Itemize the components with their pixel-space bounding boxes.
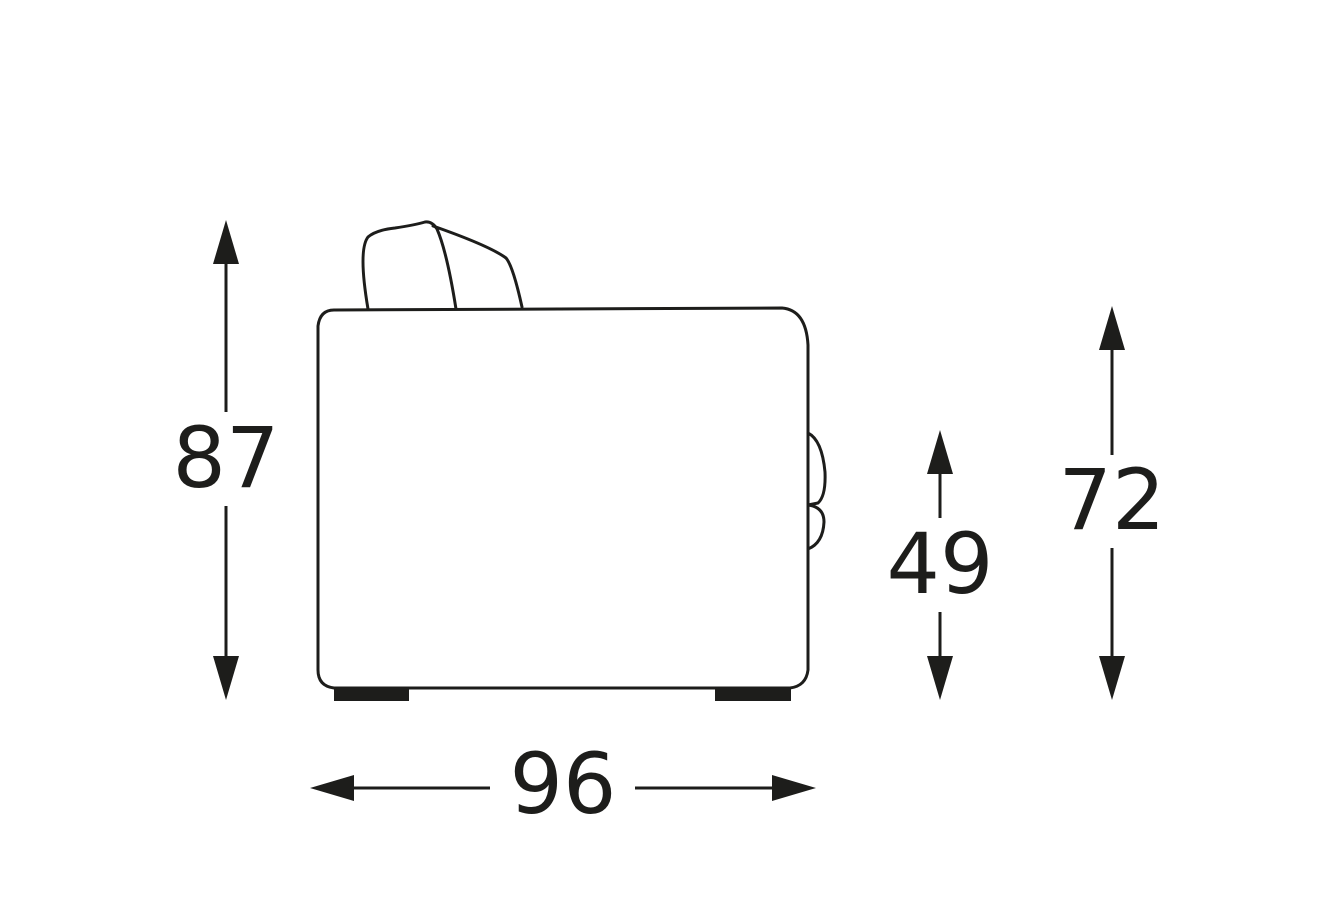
back-cushion-rear-outline [431, 224, 524, 309]
arrow-up-icon [927, 430, 953, 474]
overall-height-dimension: 87 [173, 220, 280, 700]
arrow-right-icon [772, 775, 816, 801]
arrow-left-icon [310, 775, 354, 801]
depth-label: 96 [510, 735, 617, 833]
rear-foot [715, 688, 791, 701]
arrow-down-icon [213, 656, 239, 700]
overall-height-label: 87 [173, 409, 280, 507]
armrest-outline [806, 431, 827, 551]
arm-height-label: 72 [1059, 451, 1166, 549]
arrow-up-icon [213, 220, 239, 264]
back-cushion-outline [361, 220, 458, 311]
sofa-body-outline [316, 306, 810, 690]
arrow-up-icon [1099, 306, 1125, 350]
front-foot [334, 688, 409, 701]
depth-dimension: 96 [310, 735, 816, 833]
arrow-down-icon [1099, 656, 1125, 700]
arrow-down-icon [927, 656, 953, 700]
sofa-profile [316, 220, 827, 701]
arm-height-dimension: 72 [1059, 306, 1166, 700]
seat-height-dimension: 49 [887, 430, 994, 700]
seat-height-label: 49 [887, 515, 994, 613]
